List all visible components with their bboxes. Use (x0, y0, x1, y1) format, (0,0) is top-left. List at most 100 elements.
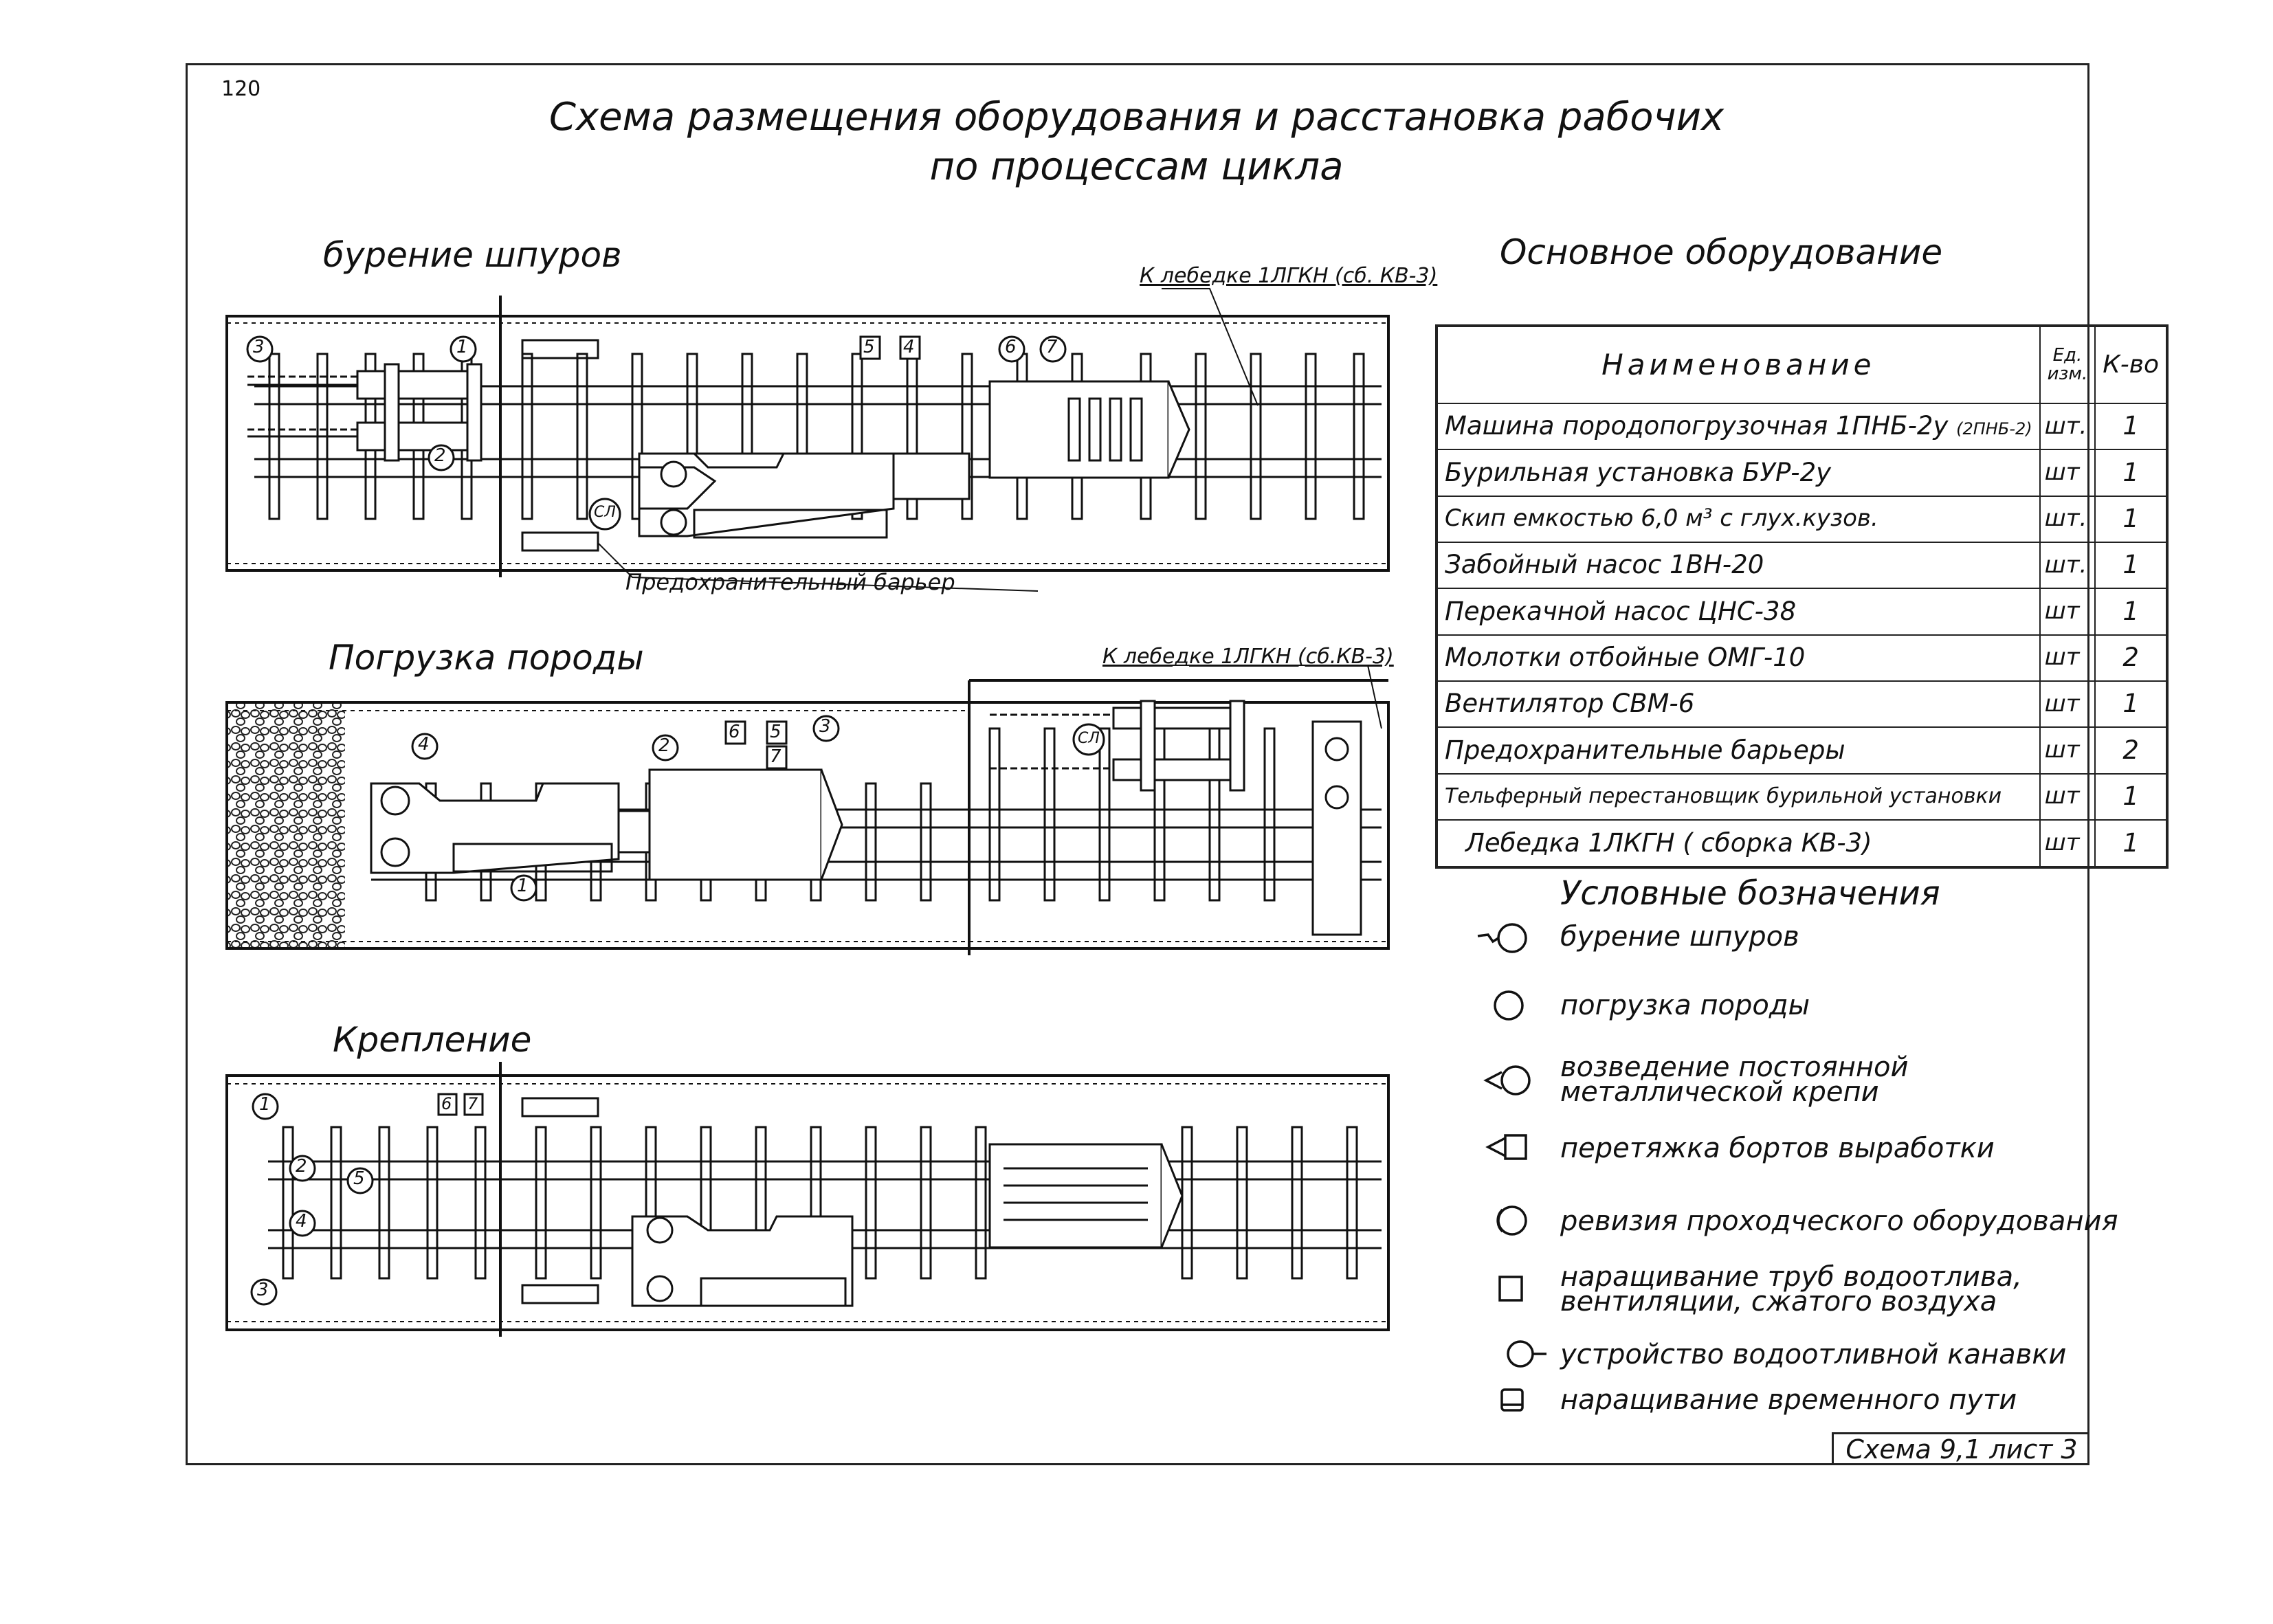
legend-symbols (1477, 923, 1546, 1412)
table-row: Предохранительные барьеры шт 2 (1436, 726, 2169, 775)
marker-label: 6 (729, 722, 740, 742)
marker-label: 3 (257, 1280, 269, 1300)
square-icon (1498, 1276, 1523, 1302)
marker-label: 7 (1046, 337, 1058, 357)
drilling-winch-callout: К лебедке 1ЛГКН (сб. КВ-3) (1140, 264, 1438, 288)
drill-rig (247, 363, 483, 462)
legend-text: наращивание временного пути (1560, 1384, 2017, 1416)
page-subtitle: по процессам цикла (929, 144, 1344, 189)
circle-icon (1494, 990, 1524, 1021)
rounded-square-icon (1500, 1388, 1524, 1412)
marker-label: 7 (467, 1094, 478, 1113)
double-circle-icon (1496, 1205, 1527, 1236)
support-tunnel (225, 1062, 1390, 1337)
table-row: Перекачной насос ЦНС-38 шт 1 (1436, 588, 2169, 636)
equipment-name: Бурильная установка БУР-2у (1436, 449, 2041, 497)
loading-tunnel (225, 665, 1390, 955)
skip-car (988, 380, 1190, 479)
equipment-qty: 1 (2094, 541, 2169, 590)
col-qty-header: К-во (2094, 325, 2169, 404)
triangle-circle-icon (1483, 1065, 1531, 1095)
marker-label: СЛ (1078, 730, 1100, 747)
table-row: Бурильная установка БУР-2у шт 1 (1436, 449, 2169, 497)
equipment-unit: шт (2039, 680, 2096, 728)
worker-markers (246, 335, 1105, 1306)
equipment-qty: 1 (2094, 772, 2169, 821)
equipment-subname: (2ПНБ-2) (1956, 419, 2032, 439)
equipment-unit: шт (2039, 819, 2096, 869)
legend-text: устройство водоотливной канавки (1560, 1339, 2067, 1370)
page-number: 120 (221, 77, 261, 101)
marker-label: 7 (770, 746, 781, 767)
table-row: Лебедка 1ЛКГН ( сборка КВ-3) шт 1 (1436, 819, 2169, 869)
equipment-name: Лебедка 1ЛКГН ( сборка КВ-3) (1436, 819, 2041, 869)
equipment-name: Скип емкостью 6,0 м³ с глух.кузов. (1436, 495, 2041, 543)
equipment-unit: шт. (2039, 402, 2096, 451)
marker-label: 2 (434, 445, 446, 466)
page-title: Схема размещения оборудования и расстано… (548, 95, 1725, 140)
legend-text: возведение постоянной металлической креп… (1560, 1052, 1909, 1108)
loading-skip (648, 768, 843, 881)
table-row: Машина породопогрузочная 1ПНБ-2у (2ПНБ-2… (1436, 402, 2169, 451)
marker-label: 3 (819, 716, 831, 737)
equipment-unit: шт. (2039, 495, 2096, 543)
equipment-name: Машина породопогрузочная 1ПНБ-2у (1445, 411, 1949, 441)
support-section-title: Крепление (333, 1020, 532, 1060)
col-name-header: Наименование (1436, 325, 2041, 404)
sheet-stamp: Схема 9,1 лист 3 (1832, 1432, 2089, 1465)
circle-tail-icon (1507, 1340, 1546, 1368)
equipment-unit: шт (2039, 726, 2096, 775)
marker-label: 5 (770, 722, 781, 742)
equipment-qty: 1 (2094, 680, 2169, 728)
equipment-qty: 1 (2094, 402, 2169, 451)
marker-label: 4 (296, 1211, 307, 1232)
marker-label: 5 (863, 337, 875, 357)
marker-label: 1 (259, 1094, 271, 1115)
equipment-qty: 1 (2094, 449, 2169, 497)
drill-circle-icon (1477, 923, 1527, 953)
triangle-square-icon (1485, 1134, 1527, 1160)
equipment-qty: 2 (2094, 726, 2169, 775)
equipment-qty: 1 (2094, 819, 2169, 869)
support-loader (631, 1215, 854, 1307)
equipment-table: Наименование Ед. изм. К-во Машина породо… (1435, 324, 2169, 869)
support-skip (988, 1143, 1184, 1249)
rock-pile (228, 704, 345, 947)
legend-text: наращивание труб водоотлива, вентиляции,… (1560, 1261, 2022, 1317)
equipment-unit: шт (2039, 634, 2096, 682)
marker-label: 2 (296, 1156, 307, 1177)
equipment-qty: 2 (2094, 634, 2169, 682)
marker-label: 2 (658, 735, 670, 756)
winch (1311, 720, 1362, 936)
equipment-name: Молотки отбойные ОМГ-10 (1436, 634, 2041, 682)
legend-text: ревизия проходческого оборудования (1560, 1205, 2118, 1237)
loading-loader (370, 782, 692, 874)
equipment-name: Перекачной насос ЦНС-38 (1436, 588, 2041, 636)
drilling-section-title: бурение шпуров (323, 235, 622, 275)
parked-drill-rig (990, 700, 1245, 792)
equipment-unit: шт (2039, 449, 2096, 497)
loading-section-title: Погрузка породы (329, 638, 644, 678)
legend-text: перетяжка бортов выработки (1560, 1133, 1995, 1164)
legend-heading: Условные бозначения (1560, 874, 1940, 913)
marker-label: 5 (353, 1168, 365, 1189)
legend-text: бурение шпуров (1560, 921, 1799, 953)
equipment-qty: 1 (2094, 495, 2169, 543)
table-row: Вентилятор СВМ-6 шт 1 (1436, 680, 2169, 728)
marker-label: 3 (253, 337, 265, 357)
rock-loader (638, 452, 971, 539)
equipment-name: Тельферный перестановщик бурильной устан… (1436, 772, 2041, 821)
table-row: Молотки отбойные ОМГ-10 шт 2 (1436, 634, 2169, 682)
equipment-qty: 1 (2094, 588, 2169, 636)
marker-label: 1 (517, 876, 529, 896)
drilling-tunnel (225, 288, 1390, 592)
col-unit-header: Ед. изм. (2039, 325, 2096, 404)
equipment-unit: шт (2039, 772, 2096, 821)
equipment-unit: шт (2039, 588, 2096, 636)
marker-label: 1 (456, 337, 468, 357)
table-row: Забойный насос 1ВН-20 шт. 1 (1436, 541, 2169, 590)
table-row: Тельферный перестановщик бурильной устан… (1436, 772, 2169, 821)
equipment-name: Забойный насос 1ВН-20 (1436, 541, 2041, 590)
marker-label: 4 (418, 734, 430, 755)
